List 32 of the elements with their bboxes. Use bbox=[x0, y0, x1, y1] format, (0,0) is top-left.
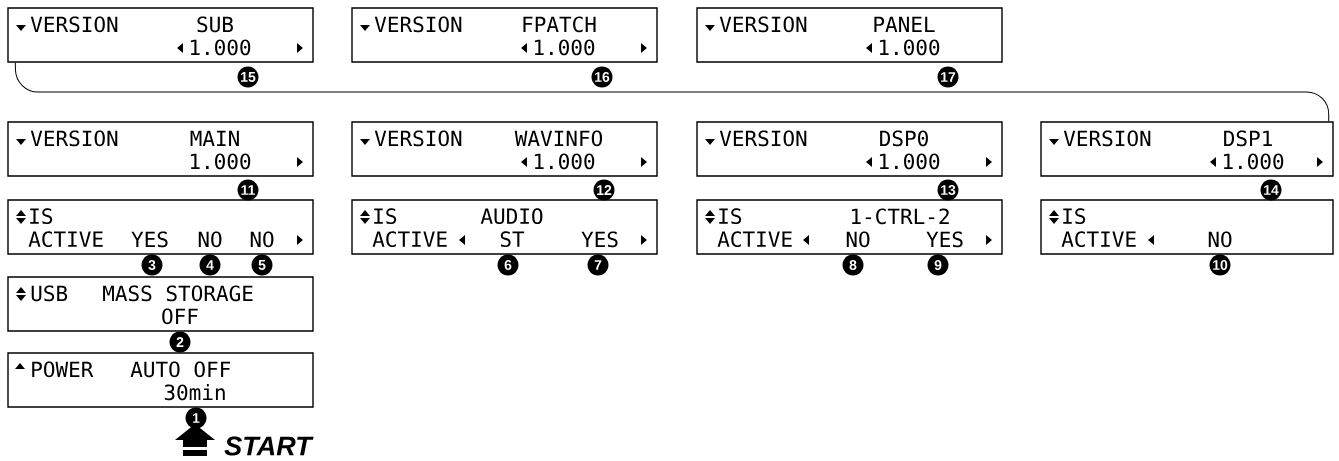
lcd-screen: IS ACTIVE AUDIO ST YES bbox=[351, 199, 658, 255]
lcd-screen: POWER AUTO OFF 30min bbox=[7, 352, 314, 408]
callout-number: 15 bbox=[237, 66, 259, 88]
lcd-screen: IS ACTIVE NO bbox=[1040, 199, 1334, 255]
callout-number: 5 bbox=[251, 254, 273, 276]
lcd-screen: VERSION PANEL 1.000 bbox=[696, 7, 1003, 63]
callout-number: 7 bbox=[587, 254, 609, 276]
lcd-screen: USB MASS STORAGE OFF bbox=[7, 276, 314, 332]
callout-number: 4 bbox=[199, 254, 221, 276]
callout-number: 3 bbox=[141, 254, 163, 276]
callout-number: 10 bbox=[1209, 254, 1231, 276]
start-label: START bbox=[224, 436, 314, 456]
callout-number: 1 bbox=[185, 407, 207, 429]
callout-number: 17 bbox=[937, 66, 959, 88]
callout-number: 14 bbox=[1260, 179, 1282, 201]
lcd-screen: VERSION SUB 1.000 bbox=[7, 7, 314, 63]
lcd-screen: IS ACTIVE YES NO NO bbox=[7, 199, 314, 255]
lcd-screen: VERSION DSP0 1.000 bbox=[696, 121, 1003, 177]
callout-number: 8 bbox=[842, 254, 864, 276]
callout-number: 13 bbox=[937, 179, 959, 201]
lcd-screen: VERSION FPATCH 1.000 bbox=[351, 7, 658, 63]
lcd-screen: IS ACTIVE 1-CTRL-2 NO YES bbox=[696, 199, 1003, 255]
lcd-screen: VERSION WAVINFO 1.000 bbox=[351, 121, 658, 177]
connector-line bbox=[14, 62, 1330, 122]
callout-number: 9 bbox=[927, 254, 949, 276]
callout-number: 11 bbox=[237, 179, 259, 201]
lcd-screen: VERSION MAIN 1.000 bbox=[7, 121, 314, 177]
callout-number: 12 bbox=[593, 179, 615, 201]
callout-number: 16 bbox=[591, 66, 613, 88]
callout-number: 2 bbox=[169, 331, 191, 353]
lcd-screen: VERSION DSP1 1.000 bbox=[1040, 121, 1334, 177]
callout-number: 6 bbox=[497, 254, 519, 276]
